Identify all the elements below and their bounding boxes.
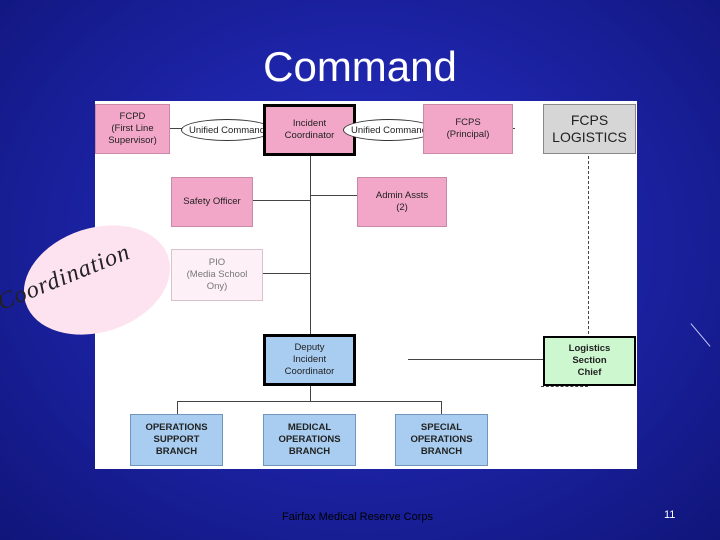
connector-logistics-dashed [588, 156, 589, 334]
connector-logistics-dashed-short [541, 386, 588, 387]
connector-deputy-down [310, 385, 311, 401]
connector-deputy-logistics [408, 359, 543, 360]
connector-branch-right [441, 401, 442, 414]
connector-main-vertical [310, 155, 311, 337]
page-number: 11 [664, 509, 676, 521]
safety-officer-box: Safety Officer [171, 177, 253, 227]
unified-command-right-oval: Unified Command [343, 119, 435, 141]
operations-support-branch-box: OPERATIONS SUPPORT BRANCH [130, 414, 223, 466]
admin-assts-box: Admin Assts (2) [357, 177, 447, 227]
logistics-section-chief-box: Logistics Section Chief [543, 336, 636, 386]
fcps-box: FCPS (Principal) [423, 104, 513, 154]
connector-pio [263, 273, 311, 274]
decorative-line [690, 323, 711, 347]
org-chart: FCPD (First Line Supervisor) Unified Com… [95, 101, 637, 469]
footer-text: Fairfax Medical Reserve Corps [282, 511, 433, 523]
slide-title: Command [263, 43, 457, 90]
connector-branches [177, 401, 442, 402]
fcpd-box: FCPD (First Line Supervisor) [95, 104, 170, 154]
connector-branch-left [177, 401, 178, 414]
unified-command-left-oval: Unified Command [181, 119, 273, 141]
incident-coordinator-box: Incident Coordinator [263, 104, 356, 156]
connector-safety [253, 200, 311, 201]
pio-box: PIO (Media School Ony) [171, 249, 263, 301]
connector-admin [310, 195, 357, 196]
medical-operations-branch-box: MEDICAL OPERATIONS BRANCH [263, 414, 356, 466]
deputy-incident-coordinator-box: Deputy Incident Coordinator [263, 334, 356, 386]
fcps-logistics-box: FCPS LOGISTICS [543, 104, 636, 154]
special-operations-branch-box: SPECIAL OPERATIONS BRANCH [395, 414, 488, 466]
